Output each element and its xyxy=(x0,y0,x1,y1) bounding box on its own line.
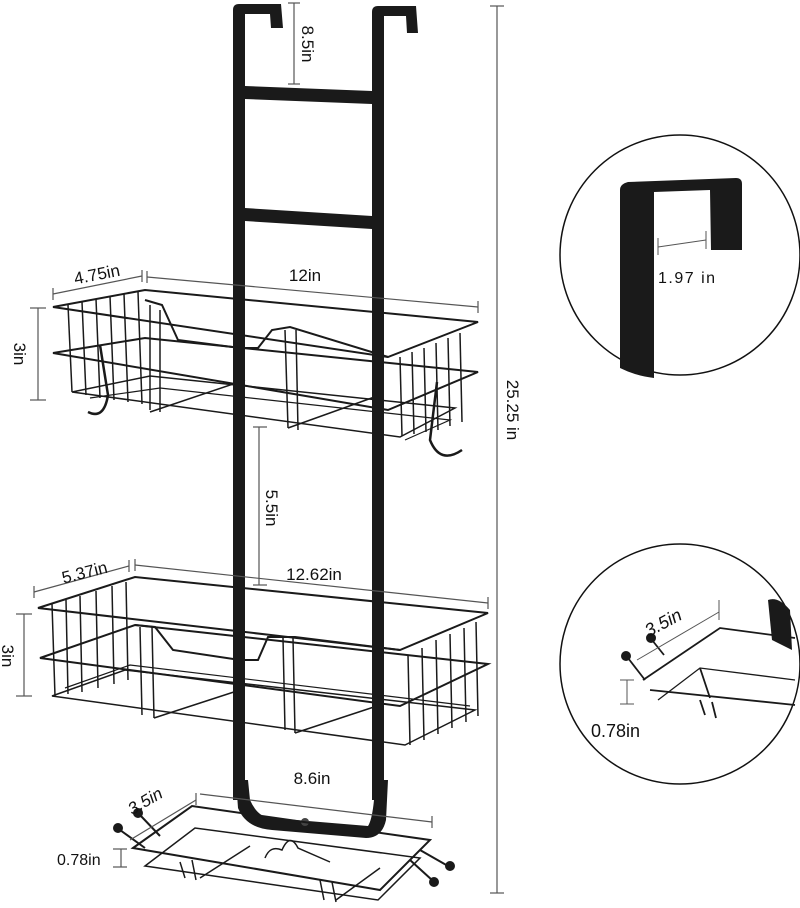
dimension-lines xyxy=(16,2,504,894)
label-inset-height: 0.78in xyxy=(591,721,640,741)
label-hook-gap: 1.97 in xyxy=(658,270,717,287)
frame xyxy=(233,4,418,838)
label-mid-basket-width: 12.62in xyxy=(286,565,342,584)
label-bottom-height: 0.78in xyxy=(57,852,101,869)
dimension-labels: 8.5in 25.25 in 4.75in 12in 3in 5.5in 5.3… xyxy=(0,26,522,869)
middle-basket xyxy=(37,575,492,746)
label-bottom-depth: 3.5in xyxy=(125,784,166,819)
top-basket xyxy=(52,288,479,457)
label-top-basket-width: 12in xyxy=(289,266,321,285)
label-mid-basket-depth: 5.37in xyxy=(60,558,110,588)
label-mid-basket-height: 3in xyxy=(0,645,17,668)
label-top-basket-depth: 4.75in xyxy=(72,261,121,288)
label-bottom-width: 8.6in xyxy=(294,769,331,788)
label-top-basket-height: 3in xyxy=(10,343,29,366)
bottom-soap-tray xyxy=(113,804,455,903)
inset-soap-tray-detail: 3.5in 0.78in xyxy=(559,543,800,785)
label-basket-gap: 5.5in xyxy=(262,490,281,527)
label-hook-drop: 8.5in xyxy=(298,26,317,63)
inset-hook-detail: 1.97 in xyxy=(559,134,800,378)
label-total-height: 25.25 in xyxy=(503,380,522,441)
